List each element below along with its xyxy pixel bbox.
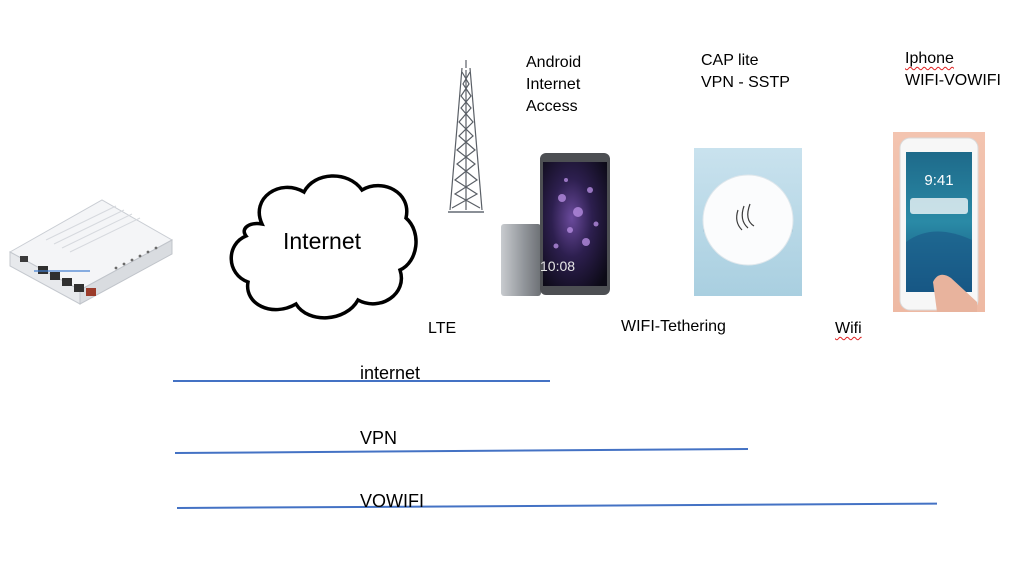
android-phone-image: 10:08 bbox=[500, 150, 620, 300]
phone-clock: 10:08 bbox=[540, 258, 576, 274]
wifi-link-label: Wifi bbox=[835, 320, 862, 337]
lte-tower-image bbox=[444, 58, 488, 216]
internet-cloud: Internet bbox=[222, 166, 422, 328]
vpn-path-line bbox=[175, 447, 748, 454]
iphone-image: 9:41 bbox=[893, 132, 985, 312]
tethering-link-label: WIFI-Tethering bbox=[621, 318, 726, 335]
router-image bbox=[6, 190, 176, 310]
vowifi-path-label: VOWIFI bbox=[360, 491, 424, 511]
lte-link-label: LTE bbox=[428, 320, 457, 337]
iphone-label: Iphone WIFI-VOWIFI bbox=[905, 50, 1001, 89]
android-label: Android Internet Access bbox=[526, 54, 582, 115]
vowifi-path-line bbox=[177, 502, 937, 509]
iphone-clock: 9:41 bbox=[924, 172, 954, 189]
internet-path-label: internet bbox=[360, 363, 421, 383]
internet-path-line bbox=[173, 380, 550, 382]
cloud-label: Internet bbox=[283, 228, 361, 254]
cap-lite-image bbox=[694, 148, 802, 296]
vpn-path-label: VPN bbox=[360, 428, 398, 448]
cap-lite-label: CAP lite VPN - SSTP bbox=[701, 52, 790, 91]
